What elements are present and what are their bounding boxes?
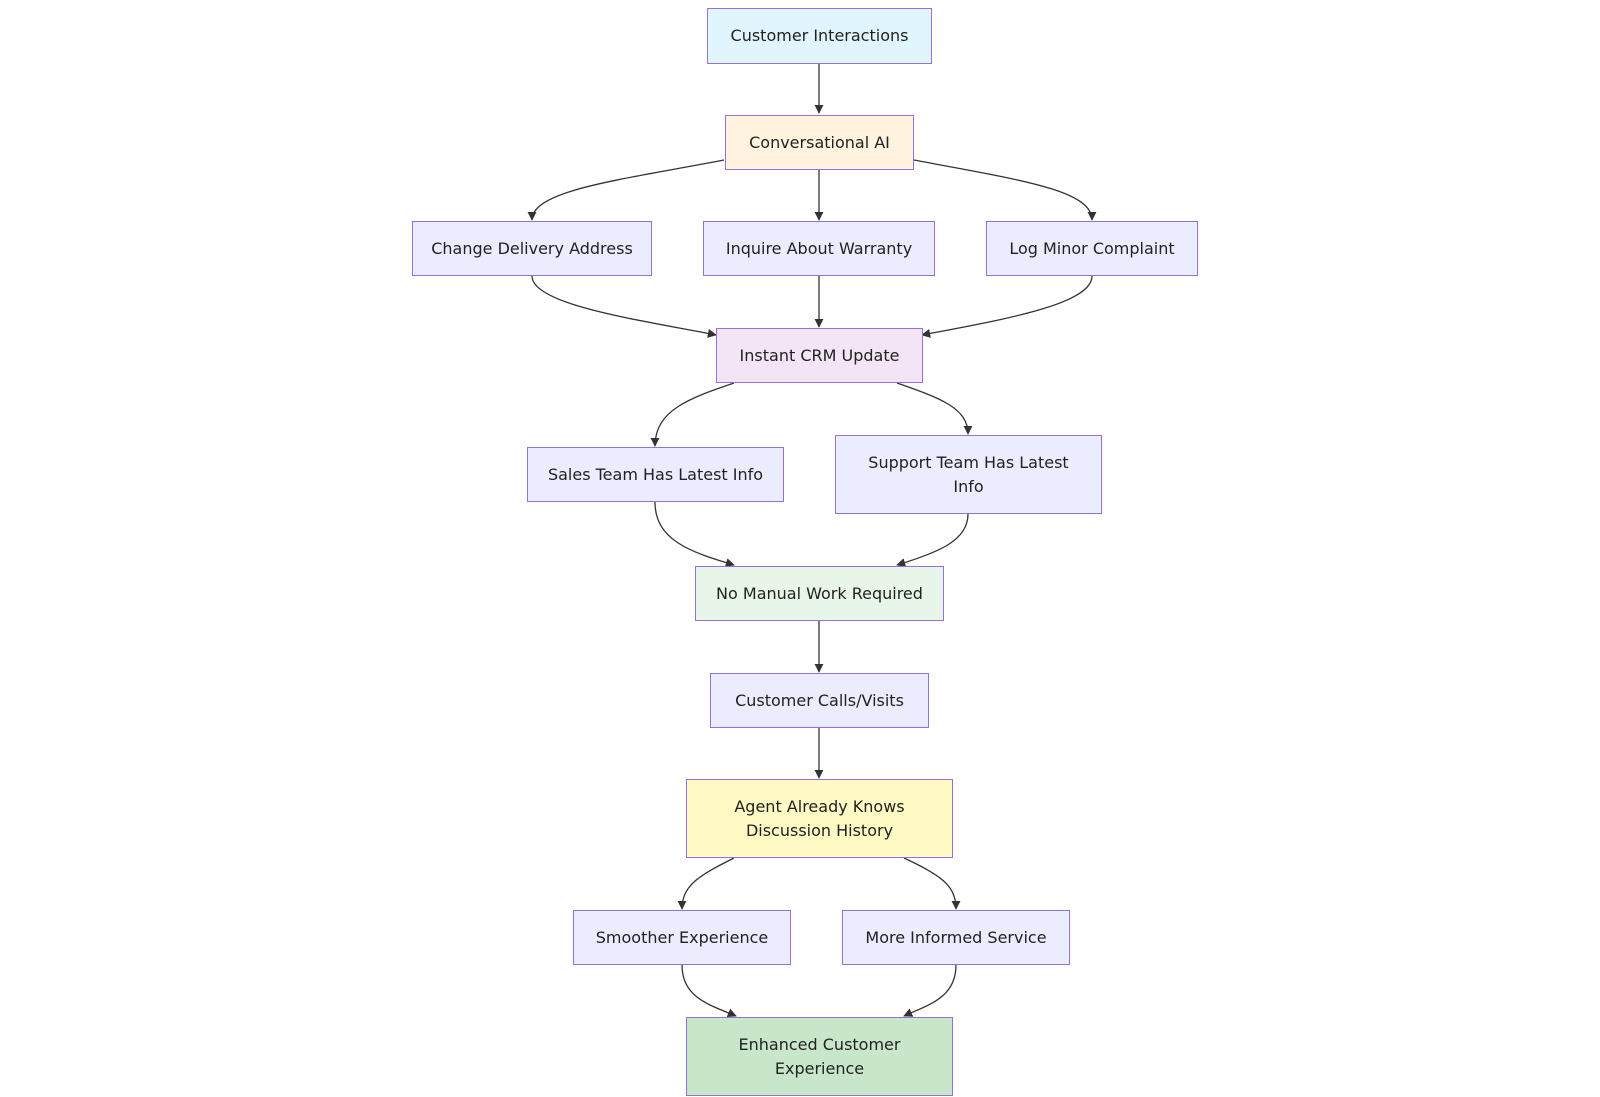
edge-instant-crm-update-to-support-team	[896, 382, 973, 435]
edge-more-informed-service-to-enhanced-experience	[903, 964, 957, 1017]
node-conversational-ai: Conversational AI	[725, 115, 914, 170]
node-support-team-line-2: Info	[953, 476, 984, 496]
node-smoother-experience-label: Smoother Experience	[595, 927, 769, 947]
node-change-delivery-address: Change Delivery Address	[412, 221, 652, 276]
node-customer-calls: Customer Calls/Visits	[710, 673, 929, 728]
node-no-manual-work-label: No Manual Work Required	[716, 583, 923, 603]
node-instant-crm-update: Instant CRM Update	[716, 328, 923, 383]
node-more-informed-service-label: More Informed Service	[865, 927, 1047, 947]
edge-sales-team-to-no-manual-work	[654, 501, 735, 568]
node-sales-team: Sales Team Has Latest Info	[527, 447, 784, 502]
node-enhanced-experience-line-2: Experience	[774, 1058, 865, 1078]
edge-conversational-ai-to-change-delivery-address	[527, 159, 725, 221]
edge-support-team-to-no-manual-work	[896, 513, 969, 567]
node-agent-knows-line-1: Agent Already Knows	[734, 796, 905, 816]
node-customer-interactions-label: Customer Interactions	[730, 26, 909, 45]
node-customer-interactions: Customer Interactions	[707, 8, 932, 64]
node-agent-knows: Agent Already Knows Discussion History	[686, 779, 953, 858]
edge-change-delivery-address-to-instant-crm-update	[531, 275, 717, 338]
node-enhanced-experience-line-1: Enhanced Customer	[738, 1034, 901, 1054]
node-conversational-ai-label: Conversational AI	[749, 132, 890, 152]
edge-smoother-experience-to-enhanced-experience	[681, 964, 737, 1018]
node-customer-calls-label: Customer Calls/Visits	[735, 690, 904, 710]
node-more-informed-service: More Informed Service	[842, 910, 1070, 965]
node-support-team: Support Team Has Latest Info	[835, 435, 1102, 514]
edge-log-minor-complaint-to-instant-crm-update	[921, 275, 1093, 338]
node-change-delivery-address-label: Change Delivery Address	[431, 238, 633, 258]
node-sales-team-label: Sales Team Has Latest Info	[547, 464, 764, 484]
edge-conversational-ai-to-log-minor-complaint	[913, 159, 1097, 221]
node-instant-crm-update-label: Instant CRM Update	[739, 345, 900, 365]
node-log-minor-complaint-label: Log Minor Complaint	[1009, 238, 1175, 258]
node-enhanced-experience: Enhanced Customer Experience	[686, 1017, 953, 1096]
edge-agent-knows-to-smoother-experience	[677, 857, 735, 910]
node-log-minor-complaint: Log Minor Complaint	[986, 221, 1198, 276]
node-agent-knows-line-2: Discussion History	[745, 820, 894, 840]
node-inquire-about-warranty-label: Inquire About Warranty	[725, 238, 913, 258]
edge-agent-knows-to-more-informed-service	[903, 857, 961, 910]
node-no-manual-work: No Manual Work Required	[695, 566, 944, 621]
node-support-team-line-1: Support Team Has Latest	[868, 452, 1069, 472]
node-inquire-about-warranty: Inquire About Warranty	[703, 221, 935, 276]
edge-instant-crm-update-to-sales-team	[650, 382, 735, 447]
node-smoother-experience: Smoother Experience	[573, 910, 791, 965]
